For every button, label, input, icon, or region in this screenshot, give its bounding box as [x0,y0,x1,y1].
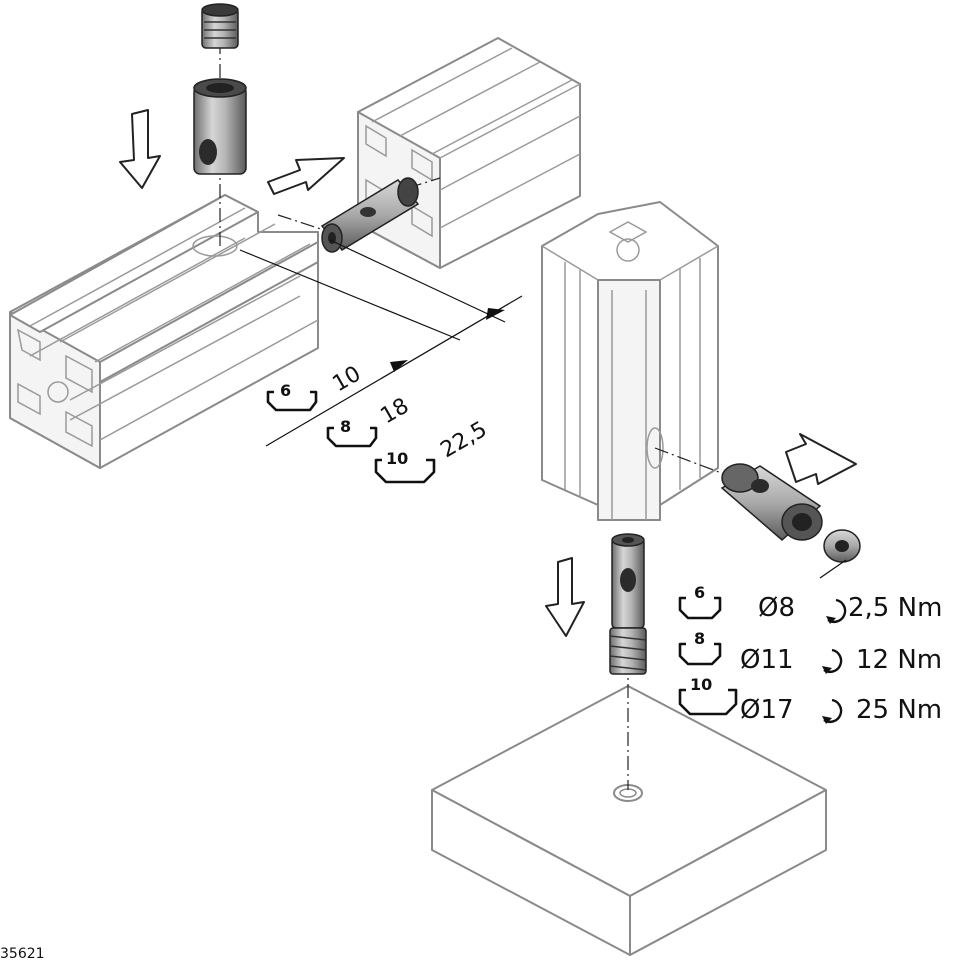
svg-text:6: 6 [280,381,291,400]
svg-text:8: 8 [340,417,351,436]
torque-icon [822,698,843,724]
dimension-key-6: 6 [266,381,318,412]
spec-diameter-3: Ø17 [740,695,794,725]
torque-icon [826,598,847,624]
profile-horizontal-left [9,194,319,469]
key-symbol-10: 10 [678,675,738,716]
connector-sleeve-right [720,463,823,541]
svg-text:10: 10 [386,449,408,468]
spec-row-1: 6 Ø8 2,5 Nm [678,583,942,624]
dimension-value-10: 10 [329,362,366,398]
figure-id: 35621 [0,946,45,962]
dimension-value-18: 18 [377,394,414,430]
torque-icon [822,648,843,674]
profile-vertical [541,201,719,521]
dimension-lines [239,239,523,447]
threaded-pin-vertical [609,533,647,675]
svg-text:6: 6 [694,583,705,602]
arrow-right-icon [267,157,345,195]
insertion-bolt-upper [320,177,420,253]
spec-row-3: 10 Ø17 25 Nm [678,675,942,725]
dimension-value-22-5: 22,5 [437,417,492,463]
spec-row-2: 8 Ø11 12 Nm [678,629,942,675]
base-plate [431,685,827,956]
spec-torque-2: 12 Nm [856,645,942,675]
spec-torque-1: 2,5 Nm [848,593,942,623]
spec-diameter-1: Ø8 [758,593,795,623]
key-symbol-8: 8 [678,629,722,666]
spec-diameter-2: Ø11 [740,645,794,675]
set-screw-top [201,3,239,49]
dimension-key-10: 10 [374,449,436,484]
spec-torque-3: 25 Nm [856,695,942,725]
arrow-down-icon [119,109,161,189]
connector-sleeve-top [193,78,247,175]
dimension-key-8: 8 [326,417,378,448]
key-symbol-6: 6 [678,583,722,620]
arrow-right-icon-2 [785,433,857,485]
set-screw-right [819,529,861,579]
svg-text:10: 10 [690,675,712,694]
arrow-down-icon-2 [545,557,585,637]
svg-text:8: 8 [694,629,705,648]
profile-horizontal-upper [357,37,581,269]
